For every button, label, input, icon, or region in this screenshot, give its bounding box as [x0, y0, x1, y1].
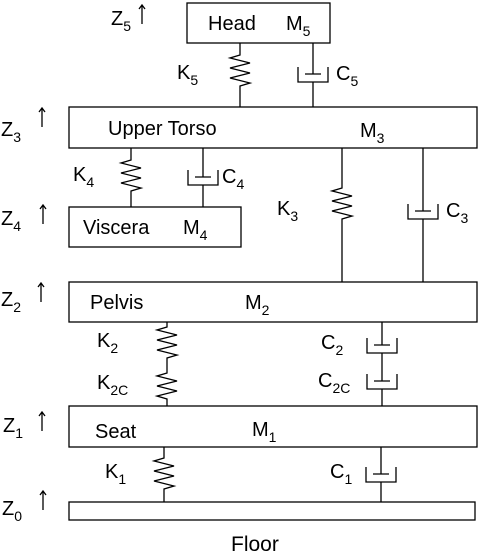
svg-text:Z2: Z2 [1, 289, 21, 315]
seat-block [68, 405, 478, 448]
upper-torso-block [68, 106, 478, 149]
svg-text:C5: C5 [336, 63, 358, 89]
pelvis-label: Pelvis [90, 292, 143, 314]
z2-indicator: Z2 [1, 281, 45, 315]
viscera-label: Viscera [83, 217, 150, 239]
svg-text:C4: C4 [222, 166, 244, 192]
floor-block [68, 501, 476, 521]
damper-c3: C3 [407, 148, 468, 282]
z5-indicator: Z5 [111, 3, 146, 34]
svg-text:C1: C1 [330, 461, 352, 487]
svg-text:C2C: C2C [318, 370, 350, 396]
seat-mass-label: M1 [252, 419, 277, 445]
damper-c2: C2 [321, 322, 398, 366]
viscera-mass-label: M4 [183, 217, 208, 243]
head-block [186, 2, 331, 44]
spring-k5: K5 [177, 43, 253, 107]
damper-c5: C5 [297, 43, 358, 107]
spring-k4: K4 [73, 148, 144, 207]
floor-label: Floor [231, 533, 279, 556]
viscera-block [68, 206, 242, 248]
z0-indicator: Z0 [2, 489, 47, 524]
spring-k2: K2 [97, 322, 180, 366]
upper-torso-label: Upper Torso [108, 118, 217, 140]
z4-indicator: Z4 [1, 203, 47, 234]
damper-c4: C4 [187, 148, 244, 207]
head-label: Head [208, 13, 256, 35]
spring-k1: K1 [105, 447, 177, 502]
pelvis-block [68, 281, 478, 323]
svg-text:Z4: Z4 [1, 208, 21, 234]
svg-text:Z3: Z3 [1, 119, 21, 145]
svg-text:C2: C2 [321, 332, 343, 358]
damper-c1: C1 [330, 447, 397, 502]
svg-text:Z1: Z1 [3, 415, 23, 441]
damper-c2c: C2C [318, 366, 398, 406]
head-mass-label: M5 [286, 13, 311, 39]
svg-text:K4: K4 [73, 164, 94, 190]
svg-text:K3: K3 [277, 198, 298, 224]
svg-text:K2C: K2C [97, 372, 128, 398]
svg-text:K1: K1 [105, 461, 126, 487]
svg-text:K5: K5 [177, 62, 198, 88]
z1-indicator: Z1 [3, 410, 46, 441]
pelvis-mass-label: M2 [245, 292, 270, 318]
spring-k2c: K2C [97, 366, 178, 406]
svg-text:Z5: Z5 [111, 8, 131, 34]
z3-indicator: Z3 [1, 106, 46, 145]
upper-torso-mass-label: M3 [360, 120, 385, 146]
svg-text:Z0: Z0 [2, 498, 22, 524]
seat-label: Seat [95, 421, 137, 443]
spring-k3: K3 [277, 148, 355, 282]
svg-text:C3: C3 [446, 200, 468, 226]
svg-text:K2: K2 [97, 330, 118, 356]
